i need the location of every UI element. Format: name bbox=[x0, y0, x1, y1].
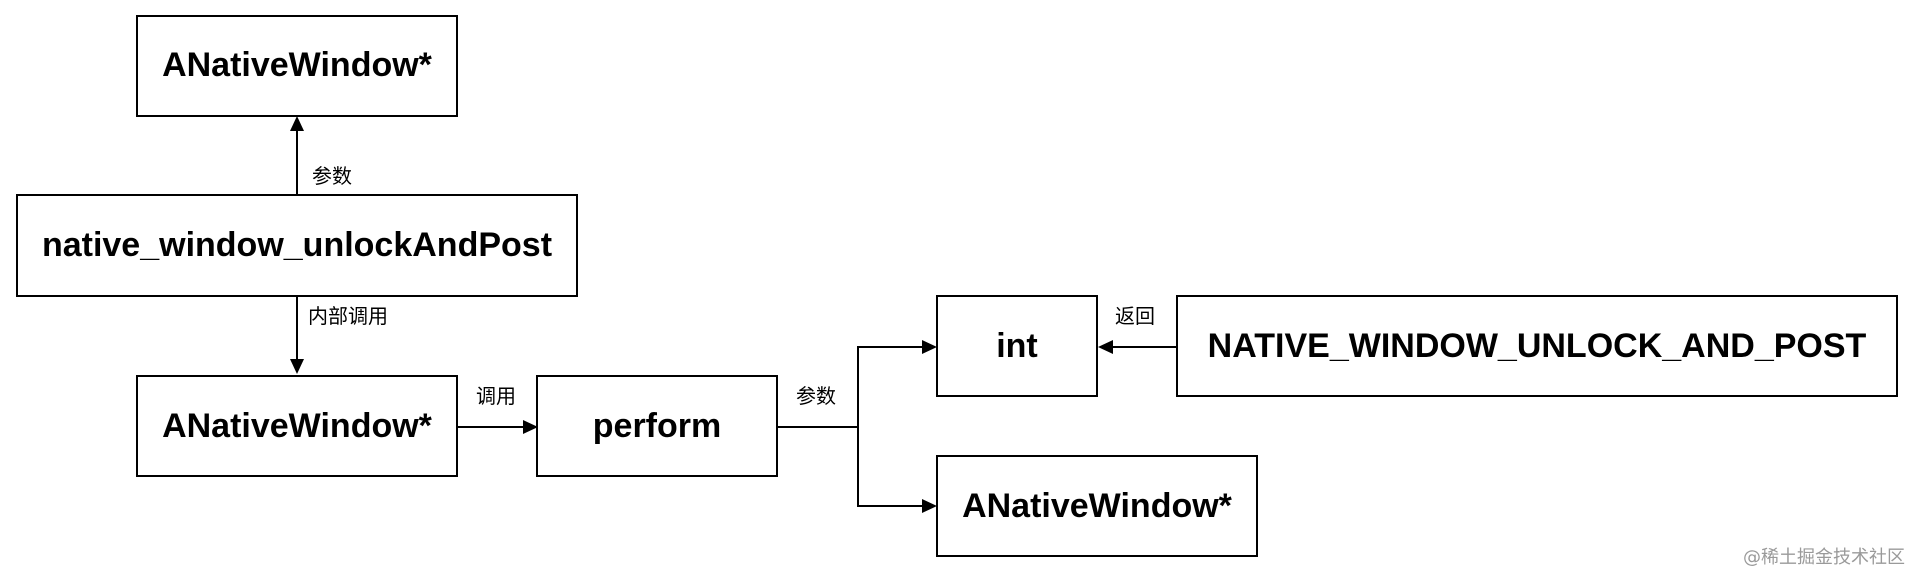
node-label: int bbox=[996, 327, 1038, 365]
edge-label-call: 调用 bbox=[476, 384, 516, 408]
arrowhead-up-icon bbox=[290, 116, 304, 131]
arrowhead-right-icon bbox=[922, 340, 937, 354]
edges bbox=[290, 116, 1177, 513]
node-label: native_window_unlockAndPost bbox=[42, 226, 552, 264]
node-anativewindow-mid: ANativeWindow* bbox=[136, 375, 458, 477]
edge-label-param-top: 参数 bbox=[312, 164, 352, 188]
node-label: ANativeWindow* bbox=[162, 46, 433, 84]
arrowhead-right-icon bbox=[922, 499, 937, 513]
node-label: ANativeWindow* bbox=[162, 407, 433, 445]
arrowhead-right-icon bbox=[523, 420, 538, 434]
node-label: NATIVE_WINDOW_UNLOCK_AND_POST bbox=[1208, 327, 1867, 365]
watermark: @稀土掘金技术社区 bbox=[1743, 547, 1905, 568]
arrowhead-left-icon bbox=[1098, 340, 1113, 354]
arrowhead-down-icon bbox=[290, 359, 304, 374]
edge-label-return: 返回 bbox=[1115, 304, 1155, 328]
node-label: perform bbox=[593, 407, 721, 445]
node-anativewindow-top: ANativeWindow* bbox=[136, 15, 458, 117]
edge-param-perform bbox=[777, 346, 925, 428]
edge-param-perform-branch bbox=[857, 427, 925, 507]
edge-label-param-perform: 参数 bbox=[796, 384, 836, 408]
edge-label-internal-call: 内部调用 bbox=[308, 304, 388, 328]
node-anativewindow-bottom: ANativeWindow* bbox=[936, 455, 1258, 557]
node-perform: perform bbox=[536, 375, 778, 477]
node-native-window-unlock-and-post-constant: NATIVE_WINDOW_UNLOCK_AND_POST bbox=[1176, 295, 1898, 397]
node-int: int bbox=[936, 295, 1098, 397]
node-label: ANativeWindow* bbox=[962, 487, 1233, 525]
node-native-window-unlockandpost: native_window_unlockAndPost bbox=[16, 194, 578, 297]
